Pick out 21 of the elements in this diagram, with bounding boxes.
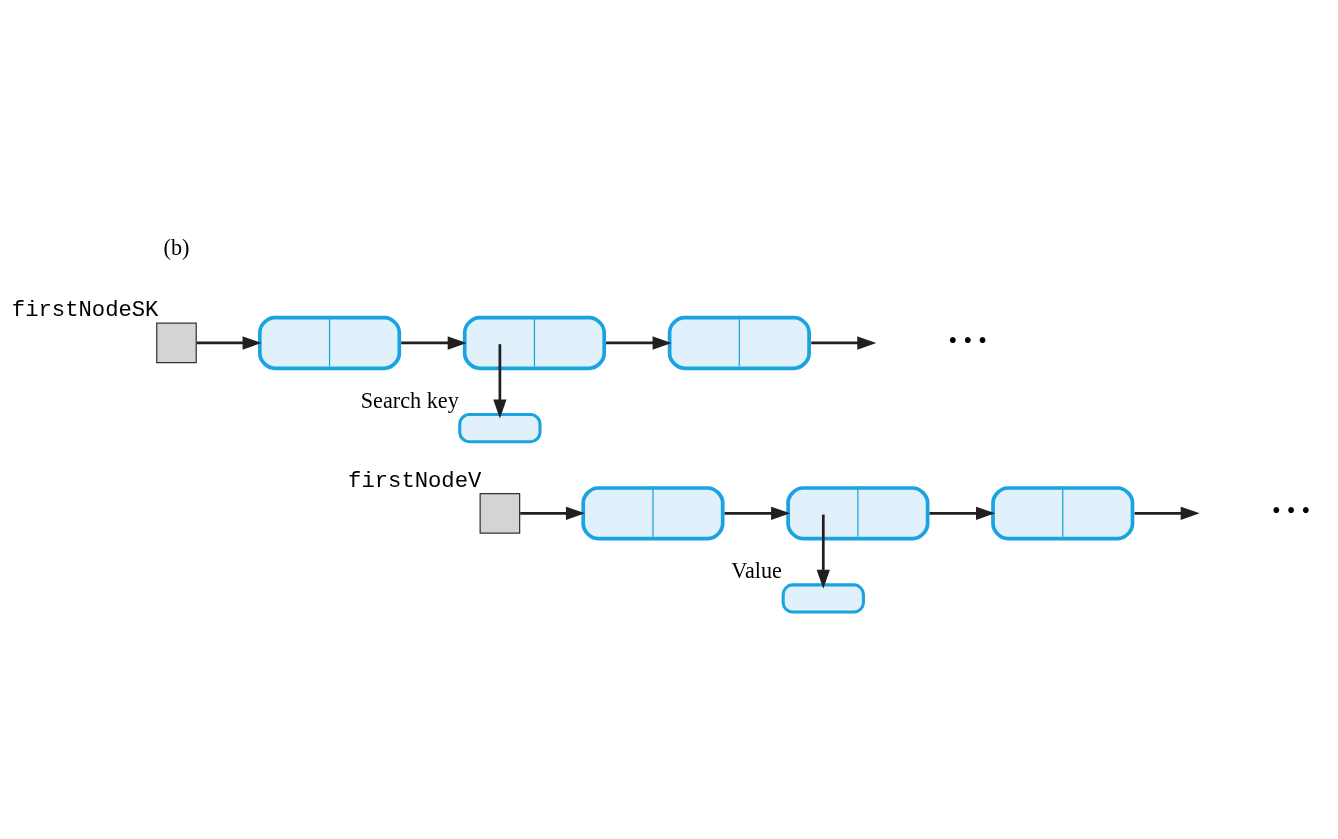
arrow	[1134, 506, 1200, 520]
node-box	[479, 492, 521, 534]
label: • • •	[948, 327, 987, 355]
arrow	[493, 344, 507, 419]
node-label: firstNodeSK	[11, 298, 159, 324]
node-label: Search key	[360, 387, 459, 413]
node-box	[458, 413, 542, 444]
node-label: Value	[731, 557, 782, 583]
arrow	[724, 506, 791, 520]
label: • • •	[1272, 497, 1311, 525]
arrow	[929, 506, 996, 520]
arrow	[520, 506, 585, 520]
node-box	[156, 322, 197, 364]
arrow	[196, 336, 262, 350]
arrow	[816, 514, 830, 589]
node-label: firstNodeV	[348, 468, 482, 494]
label: (b)	[163, 234, 190, 260]
arrow	[811, 336, 877, 350]
node-box	[781, 583, 865, 614]
arrow	[606, 336, 672, 350]
arrow	[401, 336, 467, 350]
